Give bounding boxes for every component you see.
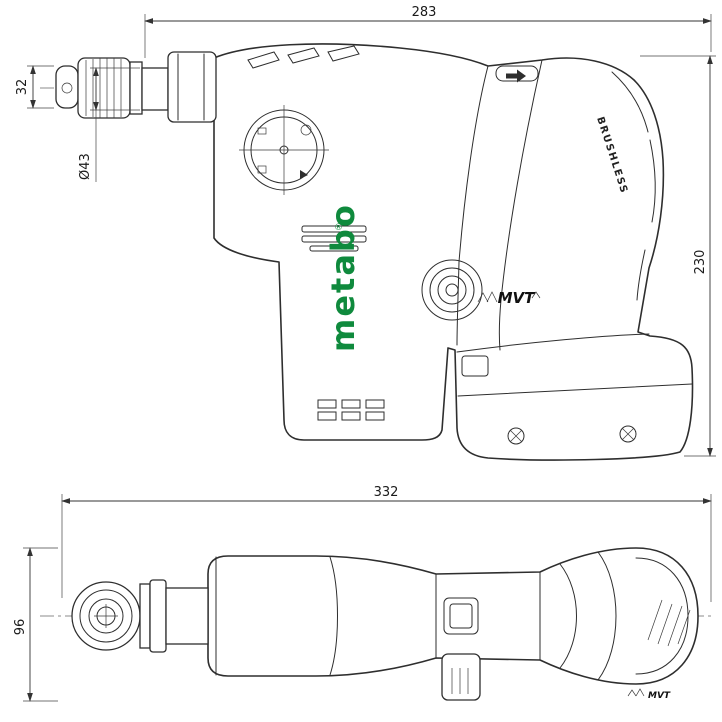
registered-mark: ® [334,223,343,233]
top-belt-clip [441,653,481,701]
dim-label-96: 96 [13,619,28,636]
mvt-logo: MVT [477,289,541,307]
dim-label-32: 32 [15,79,30,96]
dim-label-230: 230 [693,250,708,275]
chuck-neck [141,67,169,111]
neutral-mode-icon [257,165,267,174]
handle-seam-rear [498,59,543,351]
top-switch [443,597,479,635]
body-outline [213,43,694,461]
top-belt-clip-ribs [451,668,469,694]
mode-dial [239,105,329,195]
chuck-ring [129,61,143,115]
top-mvt-logo: MVT [627,688,671,701]
battery-screw-left [507,427,525,445]
mvt-logo-text: MVT [498,289,537,307]
top-grip-hatch [647,599,691,647]
chuck [55,51,217,123]
dim-label-332: 332 [374,485,399,500]
body-details: metabo ® MVT BRUSHLESS [239,45,693,445]
vibration-pivot [421,259,483,321]
chuck-nose-detail [61,82,73,94]
dim-label-283: 283 [412,5,437,20]
chuck-collar [167,51,217,123]
top-view-drill: MVT [40,547,714,701]
drill-mode-icon [300,124,312,136]
battery-top-seam [456,333,650,353]
top-chuck [71,579,209,653]
top-mvt-logo-text: MVT [648,691,671,701]
direction-arrow-icon [506,69,526,83]
hammer-mode-icon [257,127,267,135]
housing-ribs [301,225,367,252]
top-vents [247,45,360,69]
chuck-nose [55,65,79,109]
top-body-details: MVT [215,551,691,701]
dim-label-43: Ø43 [78,153,93,180]
battery-latch [461,355,489,377]
battery-mid-seam [457,383,693,397]
brand-logo: metabo [324,203,362,352]
dimensions: 283 230 32 Ø43 332 96 [13,5,716,702]
grip-ridges [611,71,656,301]
side-view-drill: metabo ® MVT BRUSHLESS [40,43,694,461]
grip-vents [317,399,385,421]
dial-pointer-icon [300,170,308,179]
battery-screw-right [619,425,637,443]
